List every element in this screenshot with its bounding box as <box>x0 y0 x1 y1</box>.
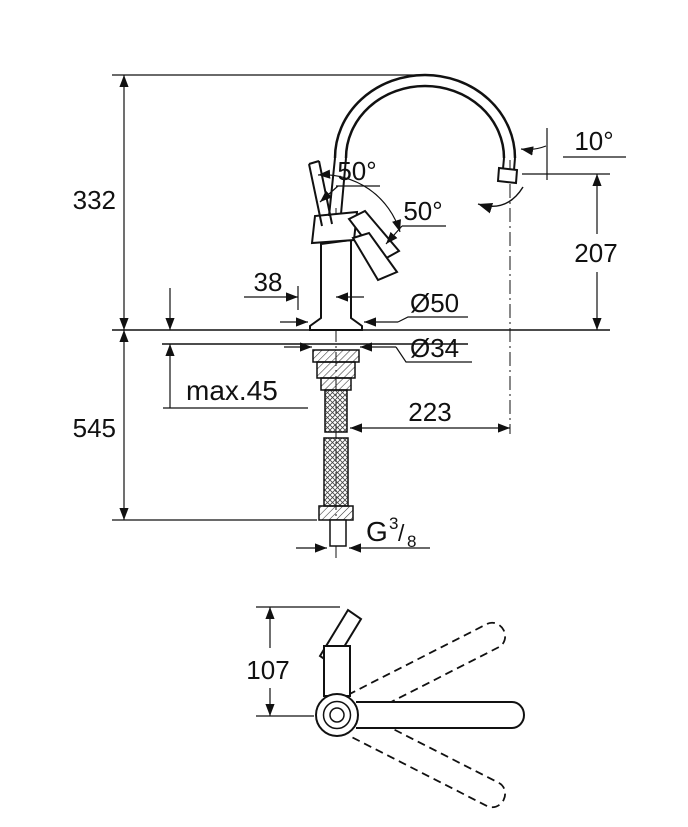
dim-dia50-label: Ø50 <box>410 288 459 318</box>
thread-denominator-label: 8 <box>407 532 416 551</box>
lever-swing-arc <box>317 169 401 233</box>
hose-connector <box>318 505 354 521</box>
dim-max-deck-thickness: max.45 <box>163 288 308 409</box>
nut-body <box>316 361 356 379</box>
lever-side-2 <box>351 231 399 282</box>
side-view <box>112 73 610 562</box>
nut-flange <box>312 349 360 363</box>
plan-view: 107 <box>246 606 525 809</box>
faucet-body <box>309 238 363 331</box>
dim-332-label: 332 <box>73 185 116 215</box>
spout-arc-outer <box>333 73 517 159</box>
dim-lever-angle-side: 50° <box>385 196 446 245</box>
thread-slash-label: / <box>398 520 405 546</box>
body-circle-inner <box>329 707 345 723</box>
supply-hose <box>323 437 349 507</box>
aerator-tip <box>496 166 519 185</box>
spout <box>328 73 519 217</box>
spout-outlet-neck <box>502 157 516 171</box>
dim-50deg-front-label: 50° <box>337 156 376 186</box>
dim-50deg-side-label: 50° <box>403 196 442 226</box>
dim-spout-reach: 223 <box>350 397 510 433</box>
dim-lever-offset: 38 <box>244 267 364 310</box>
dim-spout-height: 207 <box>522 173 618 330</box>
dim-dia34-label: Ø34 <box>410 333 459 363</box>
lever-shaft-plan <box>323 645 351 697</box>
thread-g-label: G <box>366 516 388 547</box>
spout-arc-inner <box>344 84 506 159</box>
dim-545-label: 545 <box>73 413 116 443</box>
outlet-swing-arrow <box>477 186 524 214</box>
mounting-nut <box>312 349 360 391</box>
spout-swivel-arm-up <box>347 621 507 719</box>
dim-107-label: 107 <box>246 655 289 685</box>
dimensions: 332 545 38 Ø50 Ø34 <box>73 74 626 553</box>
thread-nipple <box>329 519 347 547</box>
dim-outlet-angle: 10° <box>563 126 626 158</box>
dim-max45-label: max.45 <box>186 375 278 406</box>
dim-223-label: 223 <box>408 397 451 427</box>
dim-thread-size: G 3 / 8 <box>296 514 430 553</box>
dim-10deg-label: 10° <box>574 126 613 156</box>
dim-overall-height: 332 <box>73 74 428 330</box>
spout-swivel-arm-down <box>347 711 507 809</box>
thread-numerator-label: 3 <box>389 514 398 533</box>
dim-hole-diameter: Ø34 <box>284 333 472 363</box>
outlet-angle-arc <box>520 145 547 156</box>
head-cap <box>310 210 359 245</box>
dim-below-counter-height: 545 <box>73 330 317 521</box>
dim-lever-angle-front: 50° <box>319 156 380 203</box>
nut-lower <box>320 377 352 391</box>
spout-plan-middle <box>356 701 525 729</box>
dim-38-label: 38 <box>254 267 283 297</box>
dim-base-diameter: Ø50 <box>280 288 468 327</box>
dim-plan-handle-offset: 107 <box>246 606 340 717</box>
dim-207-label: 207 <box>574 238 617 268</box>
threaded-shank <box>324 389 348 433</box>
